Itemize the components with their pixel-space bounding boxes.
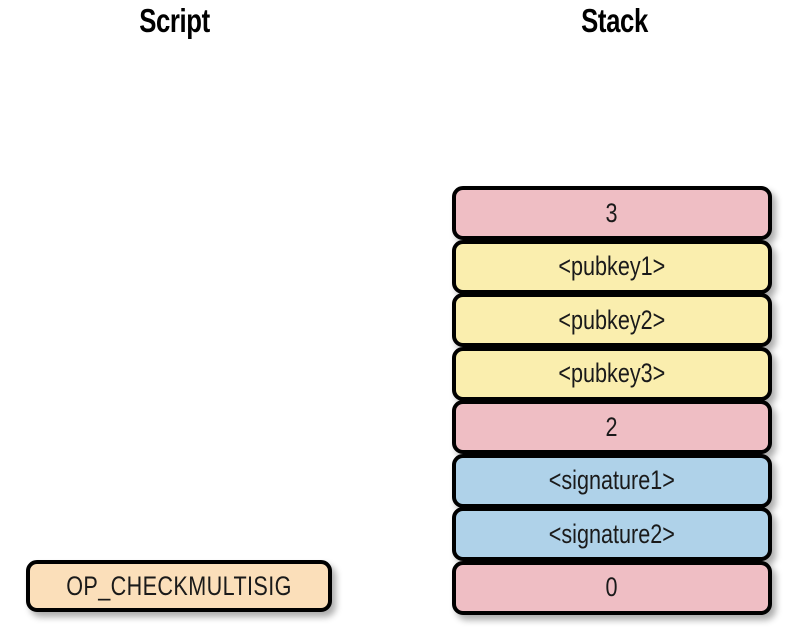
stack-item: <signature1>	[452, 453, 772, 508]
stack-item-label: <pubkey1>	[558, 251, 666, 281]
stack-item-label: <signature2>	[548, 518, 676, 549]
stack-column: 3 <pubkey1> <pubkey2> <pubkey3> 2 <signature1…	[452, 186, 772, 616]
stack-item: <pubkey2>	[452, 293, 772, 347]
stack-item-label: 0	[605, 572, 619, 602]
stack-item: <pubkey1>	[452, 239, 772, 294]
stack-item-label: <pubkey3>	[558, 358, 666, 388]
stack-item: 0	[452, 560, 772, 615]
stack-item: <signature2>	[452, 507, 772, 561]
stack-item: <pubkey3>	[452, 346, 772, 401]
script-column-header: Script	[139, 2, 210, 39]
stack-item-label: <signature1>	[548, 465, 676, 495]
script-item: OP_CHECKMULTISIG	[26, 560, 332, 612]
stack-item-label: 3	[605, 197, 619, 228]
stack-item-label: 2	[605, 411, 619, 442]
stack-column-header: Stack	[581, 2, 648, 39]
stack-item-label: <pubkey2>	[558, 304, 666, 335]
stack-item: 3	[452, 186, 772, 240]
stack-item: 2	[452, 400, 772, 454]
script-item-label: OP_CHECKMULTISIG	[66, 570, 292, 601]
script-column: OP_CHECKMULTISIG	[26, 560, 332, 612]
